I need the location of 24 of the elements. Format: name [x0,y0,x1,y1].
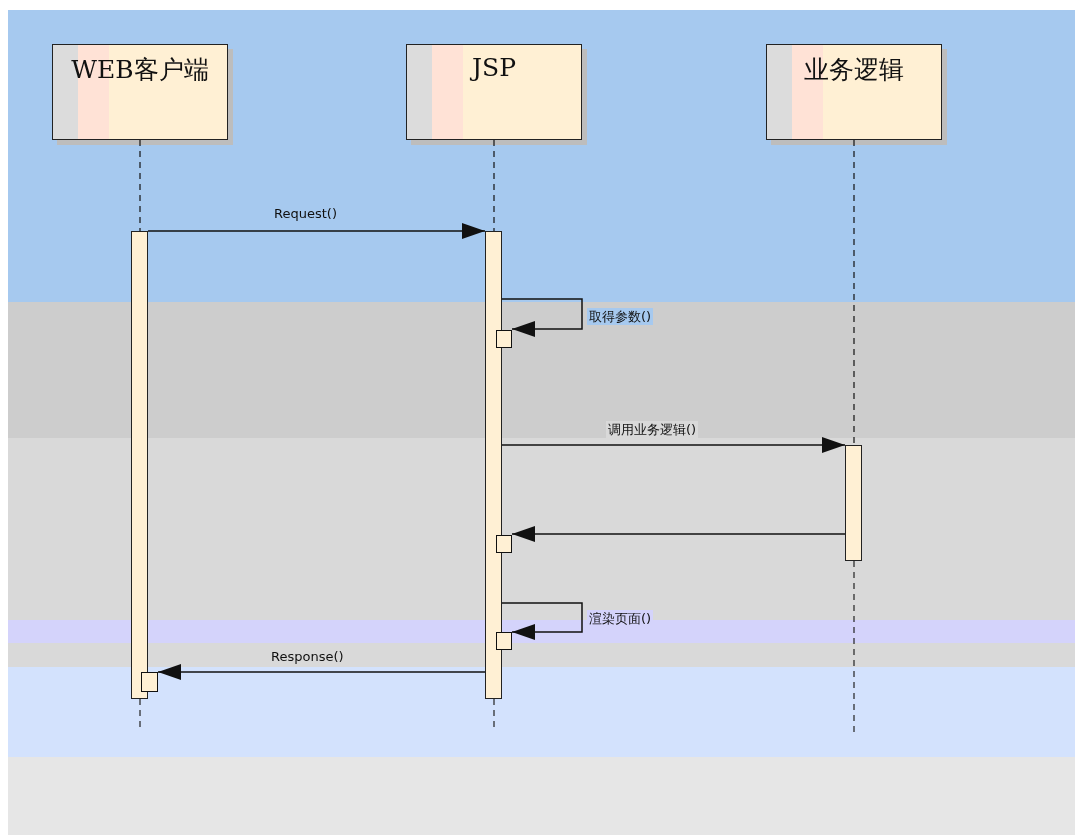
participant-name: WEB客户端 [71,55,209,84]
message-arrow [511,526,846,542]
activation-box [496,330,512,348]
message-arrow [501,602,583,640]
participant-name: JSP [472,53,516,82]
lifeline [853,139,855,446]
message-label: 调用业务逻辑() [606,421,699,438]
message-label: 取得参数() [587,308,654,325]
message-label: Response() [269,648,346,665]
activation-bar [845,445,862,561]
activation-box [496,535,512,553]
activation-box [496,632,512,650]
activation-box [141,672,158,692]
message-arrow [157,664,486,680]
message-arrow [501,437,846,453]
message-label: 渲染页面() [587,610,654,627]
message-arrow [501,298,583,337]
message-arrow [147,223,486,239]
message-label: Request() [272,205,339,222]
participant-name: 业务逻辑 [804,55,904,84]
activation-bar [131,231,148,699]
lifeline [139,139,141,232]
lifeline [493,139,495,232]
activation-bar [485,231,502,699]
